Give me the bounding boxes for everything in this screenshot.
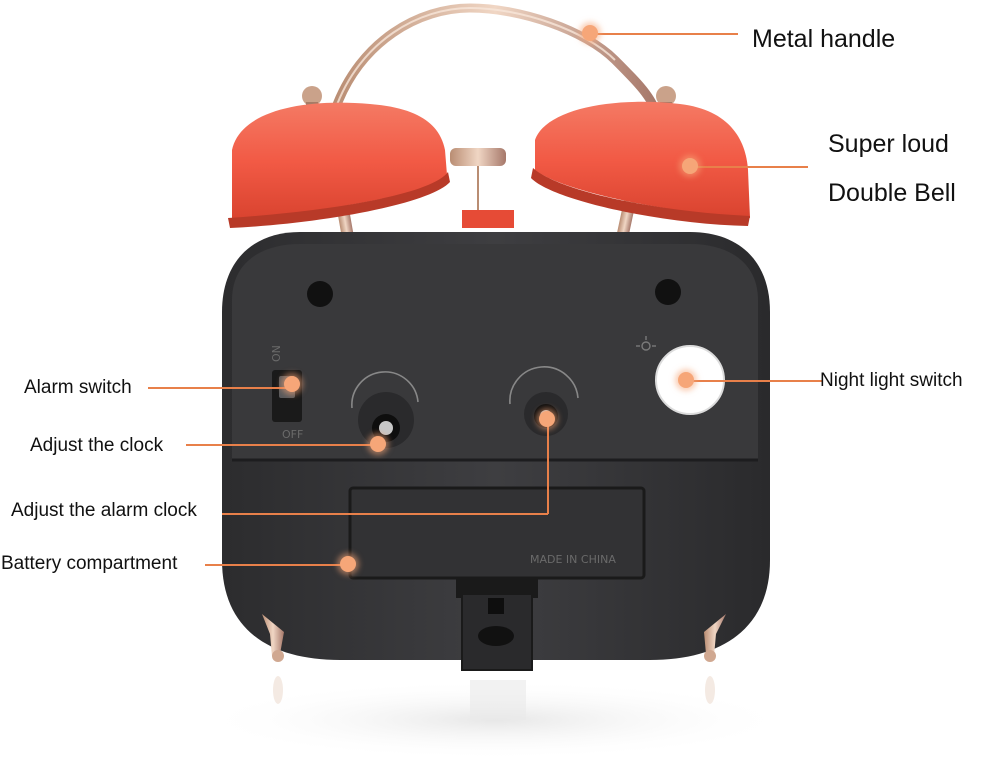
callout-dot-adjust-clock [370, 436, 386, 452]
label-super-loud: Super loud [828, 130, 949, 158]
screw-hole-left [307, 281, 333, 307]
clock-adjust-knob [351, 371, 419, 448]
label-adjust-alarm-clock: Adjust the alarm clock [11, 500, 197, 521]
label-night-light-switch: Night light switch [820, 370, 963, 391]
night-light-icon [636, 336, 656, 351]
leader-night-light [686, 380, 822, 382]
switch-on-text: ON [270, 345, 283, 362]
foot-left [262, 614, 284, 662]
bell-left [232, 102, 447, 220]
switch-off-text: OFF [282, 428, 303, 441]
metal-handle [330, 3, 660, 115]
leader-adjust-alarm-vertical [547, 419, 549, 514]
label-battery-compartment: Battery compartment [1, 553, 178, 574]
foot-right [704, 614, 726, 662]
leader-metal-handle [590, 33, 738, 35]
callout-dot-night-light [678, 372, 694, 388]
callout-dot-battery [340, 556, 356, 572]
leader-battery [205, 564, 348, 566]
made-in-text: MADE IN CHINA [530, 553, 616, 566]
screw-hole-right [655, 279, 681, 305]
callout-dot-adjust-alarm [539, 411, 555, 427]
leader-alarm-switch [148, 387, 293, 389]
label-double-bell: Double Bell [828, 179, 956, 207]
leader-double-bell [690, 166, 808, 168]
callout-dot-alarm-switch [284, 376, 300, 392]
callout-dot-double-bell [682, 158, 698, 174]
stand-tab [456, 578, 538, 671]
hammer [450, 148, 506, 166]
label-adjust-clock: Adjust the clock [30, 435, 164, 456]
callout-dot-metal-handle [582, 25, 598, 41]
label-metal-handle: Metal handle [752, 25, 896, 53]
bell-right [535, 101, 750, 218]
leader-adjust-alarm [222, 513, 548, 515]
label-alarm-switch: Alarm switch [24, 377, 132, 398]
leader-adjust-clock [186, 444, 378, 446]
